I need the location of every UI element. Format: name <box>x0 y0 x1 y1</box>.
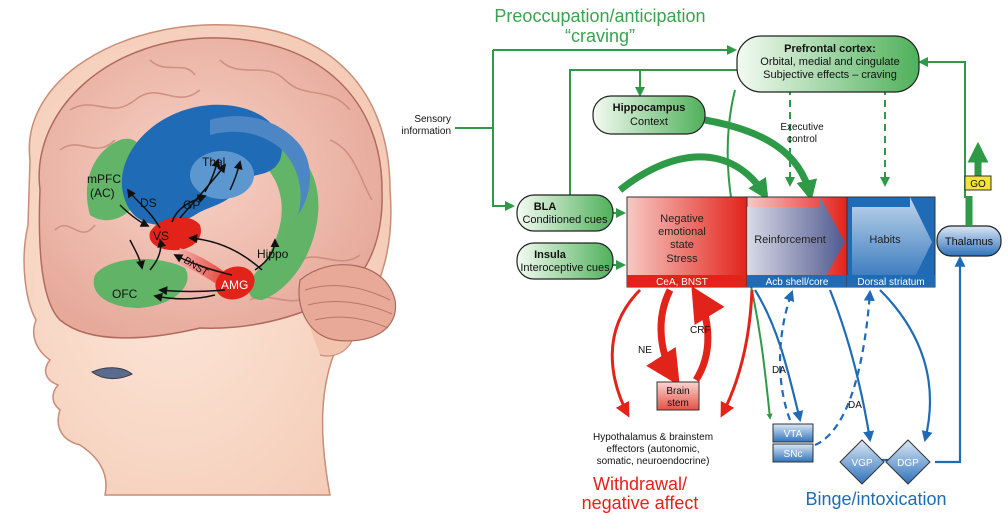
neg-line2: emotional <box>658 226 706 238</box>
neg-line1: Negative <box>660 213 703 225</box>
snc-da-to-habits-arrow <box>814 289 875 447</box>
label-mpfc-ac: (AC) <box>90 186 115 200</box>
brain-arrows <box>119 158 280 302</box>
negative-state-footer <box>627 275 747 287</box>
label-control: control <box>787 134 817 145</box>
habits-label: Habits <box>869 234 901 246</box>
bla-to-reinf-arrow <box>617 153 769 201</box>
label-mpfc: mPFC <box>87 172 121 186</box>
brainstem-box <box>656 381 700 411</box>
stage-binge-title: Binge/intoxication <box>805 489 946 509</box>
insula-node <box>516 242 614 280</box>
habits-footer-label: Dorsal striatum <box>857 277 924 288</box>
dgp-label: DGP <box>897 458 919 469</box>
hippocampus-title: Hippocampus <box>613 102 686 114</box>
label-da-snc: DA <box>848 400 862 411</box>
pfc-line2: Orbital, medial and cingulate <box>760 56 899 68</box>
dgp-diamond <box>885 439 931 485</box>
stage-craving-title: Preoccupation/anticipation <box>494 6 705 26</box>
hippocampus-node <box>592 95 706 135</box>
brainstem-line2: stem <box>667 398 689 409</box>
reinf-to-vgp-arrow <box>828 289 875 443</box>
label-sensory-1: Sensory <box>414 114 451 125</box>
bla-pfc-line <box>569 69 760 195</box>
pfc-title: Prefrontal cortex: <box>784 43 876 55</box>
cerebellum-folia <box>304 285 393 329</box>
crf-arrow <box>646 288 680 386</box>
hypo-line2: effectors (autonomic, <box>606 444 699 455</box>
ne-arrow <box>691 286 725 382</box>
habits-footer <box>847 275 935 287</box>
label-sensory-2: information <box>402 126 451 137</box>
snc-label: SNc <box>784 449 803 460</box>
insula-sub: Interoceptive cues <box>520 262 610 274</box>
hippo-to-reinf-arrow <box>704 116 818 202</box>
go-box <box>964 175 992 191</box>
thalamus-label: Thalamus <box>945 236 994 248</box>
label-ne: NE <box>638 345 652 356</box>
pfc-line3: Subjective effects – craving <box>763 69 897 81</box>
bla-title: BLA <box>534 201 557 213</box>
reinf-to-hypothalamus-arrow <box>720 289 754 418</box>
hippocampus-sub: Context <box>630 116 668 128</box>
reinforcement-arrow <box>747 197 845 287</box>
reinforcement-footer <box>747 275 847 287</box>
hypo-line3: somatic, neuroendocrine) <box>597 456 710 467</box>
neg-footer: CeA, BNST <box>656 277 708 288</box>
negative-state-box <box>626 196 748 288</box>
habits-to-dgp-arrow <box>879 289 933 443</box>
thal-pfc-line <box>960 61 966 198</box>
vta-da-to-reinf-arrow <box>779 289 795 421</box>
reinforcement-label: Reinforcement <box>754 234 826 246</box>
label-gp: GP <box>183 198 200 212</box>
neg-to-hypothalamus-arrow <box>610 288 642 418</box>
go-label: GO <box>970 179 986 190</box>
eye <box>91 367 133 380</box>
amg-region <box>215 266 255 300</box>
label-amg: AMG <box>221 278 248 292</box>
label-thal: Thal <box>202 155 225 169</box>
striatum-tail <box>210 116 310 215</box>
habits-arrow <box>852 197 932 287</box>
reinf-to-vta-arrow <box>754 289 804 423</box>
vgp-label: VGP <box>851 458 872 469</box>
vgp-diamond <box>839 439 885 485</box>
neg-line3: state <box>670 239 694 251</box>
bla-sub: Conditioned cues <box>522 214 608 226</box>
dgp-to-thalamus-arrow <box>935 255 966 464</box>
insula-title: Insula <box>534 249 567 261</box>
neg-line4: Stress <box>666 253 698 265</box>
label-crf: CRF <box>690 325 711 336</box>
label-executive: Executive <box>780 122 824 133</box>
circuit-diagram: Preoccupation/anticipation “craving” Wit… <box>402 6 1002 513</box>
label-ofc: OFC <box>112 287 138 301</box>
label-da-vta: DA <box>772 365 786 376</box>
ofc-region <box>93 258 188 308</box>
label-hippo: Hippo <box>257 247 289 261</box>
label-vs: VS <box>153 229 169 243</box>
stage-withdrawal-title: Withdrawal/ <box>593 474 687 494</box>
brainstem-line1: Brain <box>666 386 689 397</box>
stage-withdrawal-subtitle: negative affect <box>582 493 699 513</box>
reinforcement-footer-label: Acb shell/core <box>766 277 829 288</box>
brain-illustration: mPFC (AC) DS Thal GP VS BNST Hippo OFC A… <box>23 24 397 496</box>
snc-box <box>772 443 814 463</box>
bla-node <box>516 194 614 232</box>
hypo-line1: Hypothalamus & brainstem <box>593 432 713 443</box>
vta-box <box>772 423 814 443</box>
label-ds: DS <box>140 196 157 210</box>
stage-craving-subtitle: “craving” <box>565 26 635 46</box>
pfc-node <box>736 35 920 93</box>
sensory-to-bla-arrow <box>492 50 515 211</box>
vta-label: VTA <box>784 429 803 440</box>
